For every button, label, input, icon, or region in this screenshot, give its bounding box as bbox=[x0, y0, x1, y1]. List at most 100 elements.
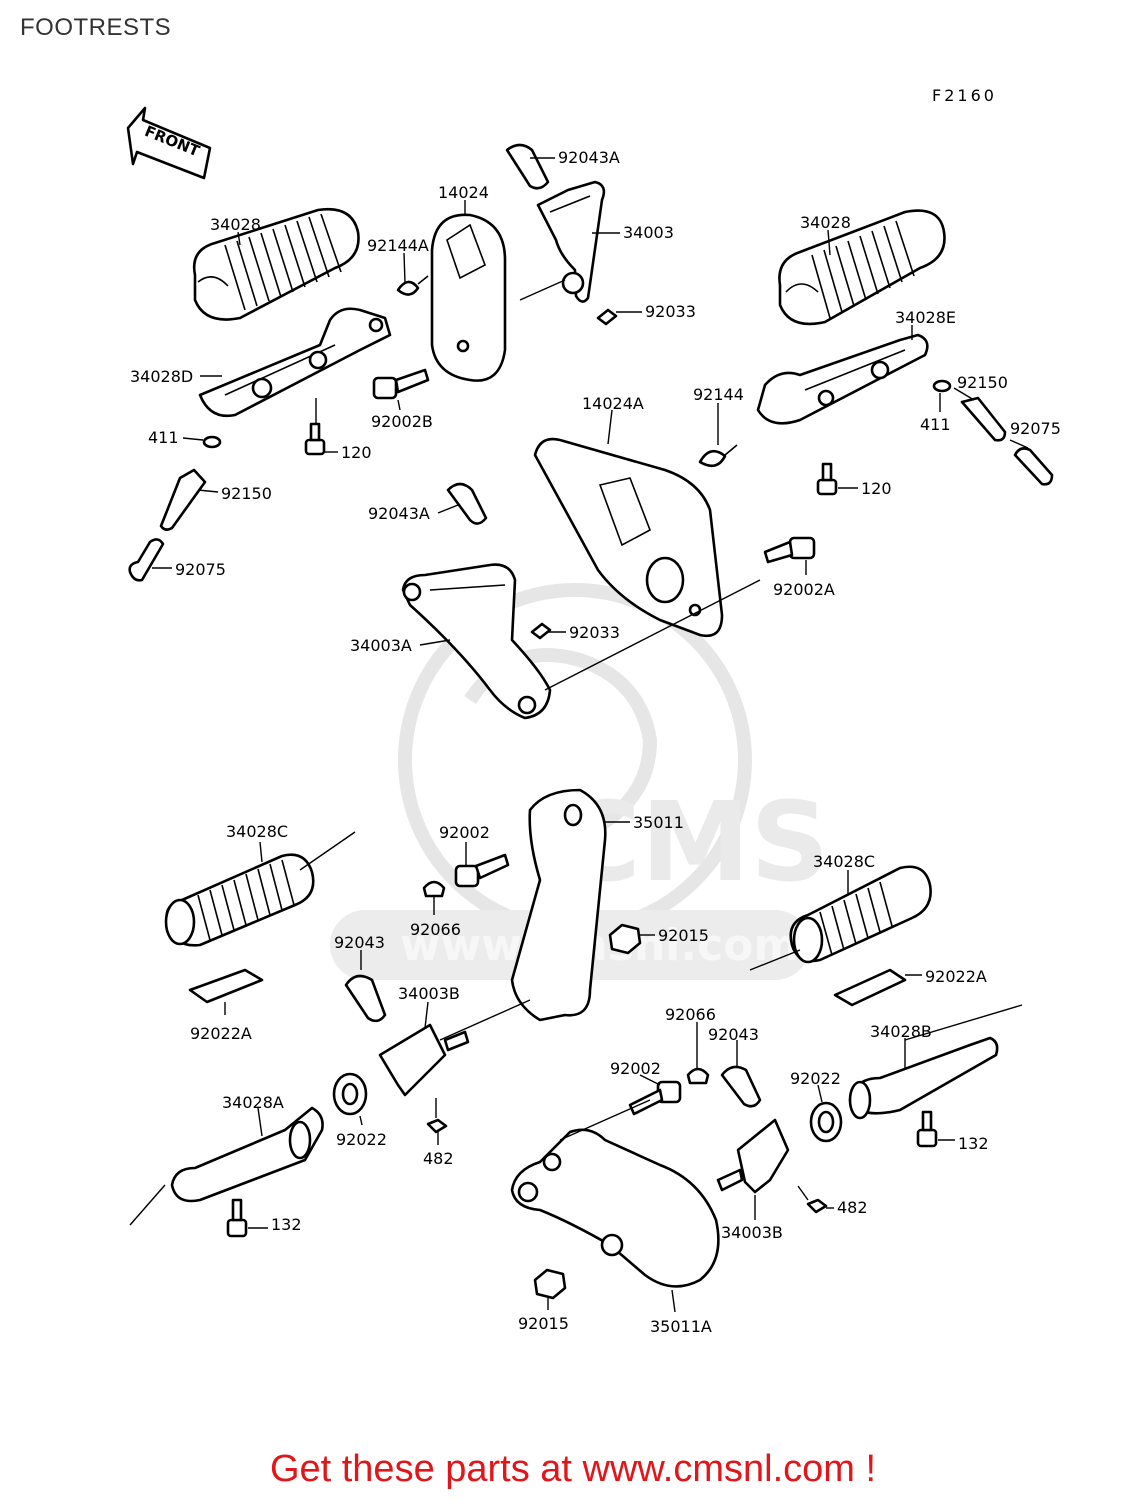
footpeg-34028A-icon bbox=[170, 1106, 324, 1203]
callout-92066-right: 92066 bbox=[665, 1005, 716, 1070]
callout-482-left: 482 bbox=[423, 1098, 454, 1168]
svg-text:482: 482 bbox=[837, 1198, 868, 1217]
svg-text:411: 411 bbox=[920, 415, 951, 434]
svg-text:14024A: 14024A bbox=[582, 394, 644, 413]
bolt-92002-right-icon bbox=[628, 1080, 682, 1116]
footpeg-34028B-icon bbox=[848, 1036, 999, 1120]
footrest-rubber-lower-left-icon bbox=[164, 853, 315, 947]
callout-411-left: 411 bbox=[148, 428, 204, 447]
callout-92002A: 92002A bbox=[773, 560, 835, 599]
bracket-34003B-right-icon bbox=[716, 1118, 790, 1194]
nut-92015-lower-icon bbox=[533, 1268, 567, 1300]
svg-text:92002A: 92002A bbox=[773, 580, 835, 599]
callout-34003B-right: 34003B bbox=[721, 1195, 783, 1242]
svg-text:92066: 92066 bbox=[410, 920, 461, 939]
cmsnl-link[interactable]: www.cmsnl.com bbox=[582, 1448, 855, 1490]
callout-92043-left: 92043 bbox=[334, 933, 385, 970]
cover-plate-14024A-icon bbox=[533, 437, 724, 638]
spring-92144-icon bbox=[698, 444, 738, 468]
svg-text:92022A: 92022A bbox=[190, 1024, 252, 1043]
callout-92015-upper: 92015 bbox=[640, 926, 709, 945]
svg-text:34028C: 34028C bbox=[226, 822, 288, 841]
watermark-url: www.cmsnl.com bbox=[400, 920, 799, 971]
svg-text:92033: 92033 bbox=[569, 623, 620, 642]
svg-text:92075: 92075 bbox=[1010, 419, 1061, 438]
callout-92144A: 92144A bbox=[367, 236, 429, 284]
callout-34028-left: 34028 bbox=[210, 215, 261, 246]
callout-92033-lower: 92033 bbox=[548, 623, 620, 642]
bolt-120-left-icon bbox=[304, 422, 326, 456]
page-title: FOOTRESTS bbox=[20, 14, 172, 41]
svg-text:34028D: 34028D bbox=[130, 367, 193, 386]
svg-text:92150: 92150 bbox=[957, 373, 1008, 392]
callout-34028B: 34028B bbox=[870, 1022, 932, 1070]
svg-text:34028E: 34028E bbox=[895, 308, 956, 327]
bolt-92002B-icon bbox=[372, 368, 430, 400]
callout-92144: 92144 bbox=[693, 385, 744, 445]
svg-text:92043: 92043 bbox=[708, 1025, 759, 1044]
callout-34003: 34003 bbox=[592, 223, 674, 242]
svg-text:34003B: 34003B bbox=[721, 1223, 783, 1242]
callout-92043A-upper: 92043A bbox=[530, 148, 620, 167]
arm-35011A-icon bbox=[510, 1128, 720, 1288]
callout-92075-left: 92075 bbox=[152, 560, 226, 579]
callout-14024A: 14024A bbox=[582, 394, 644, 445]
svg-text:34003B: 34003B bbox=[398, 984, 460, 1003]
footrest-bracket-34028E-icon bbox=[756, 333, 929, 425]
pin-92043-left-icon bbox=[344, 974, 387, 1023]
cover-plate-14024-icon bbox=[430, 213, 507, 382]
callout-92022-right: 92022 bbox=[790, 1069, 841, 1103]
svg-text:92075: 92075 bbox=[175, 560, 226, 579]
callout-14024: 14024 bbox=[438, 183, 489, 215]
callout-92002-right: 92002 bbox=[610, 1059, 661, 1086]
callout-132-left: 132 bbox=[248, 1215, 302, 1234]
svg-text:92002: 92002 bbox=[439, 823, 490, 842]
plate-92022A-left-icon bbox=[188, 968, 264, 1004]
washer-92022-left-icon bbox=[332, 1072, 368, 1116]
clip-482-right-icon bbox=[806, 1198, 828, 1214]
bolt-120-right-icon bbox=[816, 462, 838, 496]
svg-text:34028B: 34028B bbox=[870, 1022, 932, 1041]
bracket-34003-icon bbox=[536, 180, 606, 303]
pin-92150-right-icon bbox=[960, 396, 1007, 442]
washer-411-left-icon bbox=[202, 435, 222, 449]
svg-text:120: 120 bbox=[341, 443, 372, 462]
bolt-132-left-icon bbox=[226, 1198, 248, 1238]
callout-34003A: 34003A bbox=[350, 636, 451, 655]
plate-92022A-right-icon bbox=[833, 968, 907, 1007]
svg-text:132: 132 bbox=[271, 1215, 302, 1234]
figure-code: F2160 bbox=[932, 86, 997, 105]
svg-text:34028C: 34028C bbox=[813, 852, 875, 871]
footrest-bracket-34028D-icon bbox=[198, 307, 392, 418]
svg-text:92043A: 92043A bbox=[368, 504, 430, 523]
svg-text:482: 482 bbox=[423, 1149, 454, 1168]
svg-text:34028: 34028 bbox=[800, 213, 851, 232]
callout-34028A: 34028A bbox=[222, 1093, 284, 1137]
svg-text:92015: 92015 bbox=[518, 1314, 569, 1333]
callout-120-right: 120 bbox=[838, 479, 892, 498]
callout-92043A-lower: 92043A bbox=[368, 504, 459, 523]
svg-text:35011A: 35011A bbox=[650, 1317, 712, 1336]
footrest-rubber-upper-right-icon bbox=[778, 209, 946, 326]
callout-482-right: 482 bbox=[797, 1185, 868, 1217]
pin-92075-right-icon bbox=[1013, 447, 1054, 486]
front-arrow-icon: FRONT bbox=[126, 106, 212, 180]
bracket-34003B-left-icon bbox=[378, 1023, 470, 1097]
callout-92043-right: 92043 bbox=[708, 1025, 759, 1068]
callout-120-left: 120 bbox=[315, 398, 372, 462]
svg-text:92043A: 92043A bbox=[558, 148, 620, 167]
svg-text:92043: 92043 bbox=[334, 933, 385, 952]
washer-92022-right-icon bbox=[809, 1101, 843, 1143]
pin-92075-left-icon bbox=[128, 538, 165, 582]
callout-92150-right: 92150 bbox=[953, 373, 1008, 401]
footrest-rubber-lower-right-icon bbox=[789, 865, 932, 964]
svg-text:92144: 92144 bbox=[693, 385, 744, 404]
callout-34028D: 34028D bbox=[130, 367, 222, 386]
svg-text:34028: 34028 bbox=[210, 215, 261, 234]
svg-text:120: 120 bbox=[861, 479, 892, 498]
svg-text:92033: 92033 bbox=[645, 302, 696, 321]
svg-text:92144A: 92144A bbox=[367, 236, 429, 255]
callout-132-right: 132 bbox=[938, 1134, 989, 1153]
cap-92066-right-icon bbox=[686, 1067, 710, 1085]
svg-text:92002: 92002 bbox=[610, 1059, 661, 1078]
